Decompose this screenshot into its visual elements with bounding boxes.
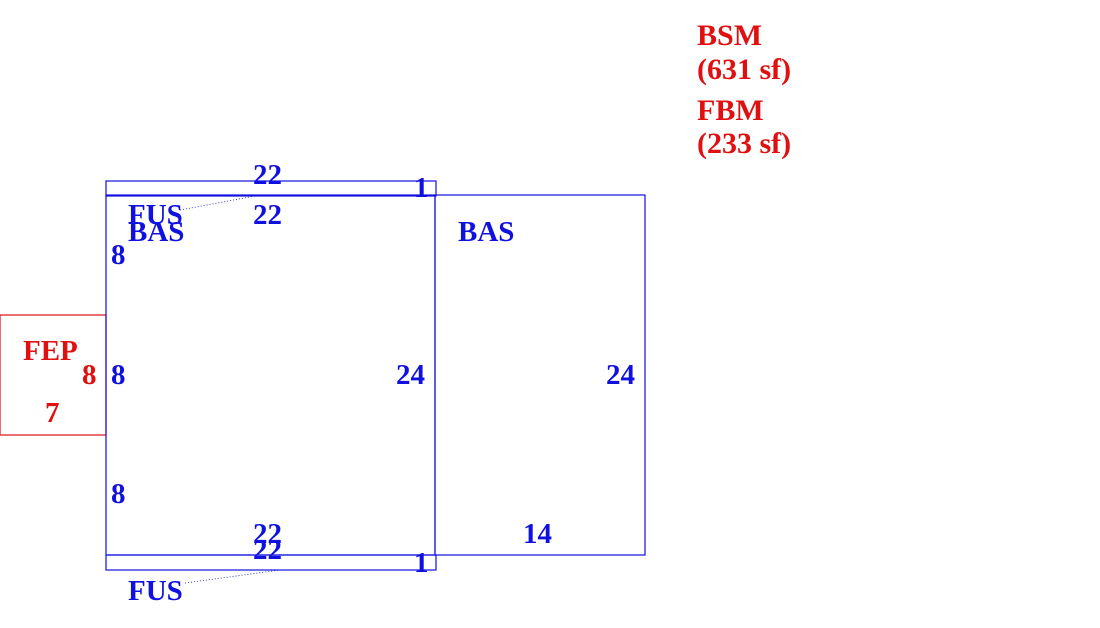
fep-side-label: 8	[82, 359, 97, 391]
bas-left-right-side-label: 24	[396, 359, 425, 391]
bas-right-side-label: 24	[606, 359, 635, 391]
bas-right-bottom-label: 14	[523, 518, 552, 550]
fus-top-leader	[179, 195, 256, 211]
bas-left-top-label: 22	[253, 199, 282, 231]
bas-left-outline	[105, 194, 436, 556]
bas-right-area-label: BAS	[458, 216, 514, 248]
bas-left-side-mid-label: 8	[111, 359, 126, 391]
fus-bottom-area-label: FUS	[128, 575, 183, 607]
fus-top-width-label: 22	[253, 159, 282, 191]
fus-bottom-end-label: 1	[414, 547, 429, 579]
bas-right-outline	[434, 194, 646, 556]
bas-left-area-label: BAS	[128, 216, 184, 248]
fus-top-end-label: 1	[414, 172, 429, 204]
bas-left-side-lower-label: 8	[111, 478, 126, 510]
legend-fbm-label: FBM	[697, 94, 764, 127]
bas-left-side-upper-label: 8	[111, 239, 126, 271]
legend-bsm-label: BSM	[697, 19, 762, 52]
legend-fbm-area: (233 sf)	[697, 127, 791, 160]
fus-bottom-leader	[184, 569, 281, 584]
fep-area-label: FEP	[23, 335, 78, 367]
fep-bottom-label: 7	[45, 397, 60, 429]
fus-top-area-label: FUS	[128, 199, 183, 231]
legend-bsm-area: (631 sf)	[697, 53, 791, 86]
fus-top-outline	[105, 180, 437, 197]
bas-left-bottom-label: 22	[253, 518, 282, 550]
fus-bottom-width-label: 22	[253, 534, 282, 566]
fus-bottom-outline	[105, 554, 437, 571]
